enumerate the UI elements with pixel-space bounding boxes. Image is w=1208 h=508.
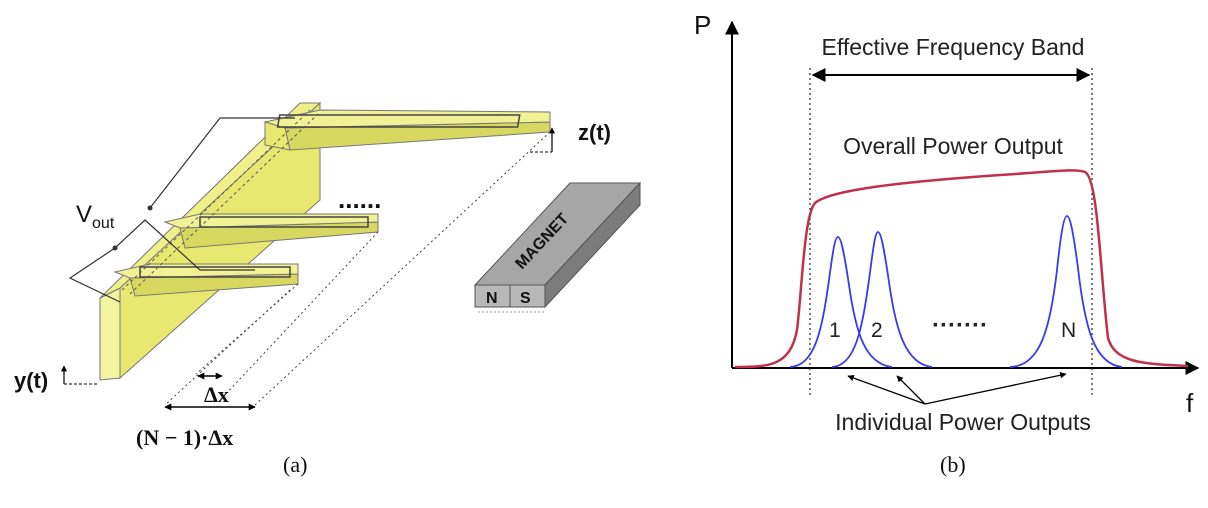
cantilever-long [263, 109, 551, 151]
magnet-north-label: N [486, 290, 498, 307]
peak-2-curve [831, 231, 933, 368]
dimension-guides [164, 131, 551, 406]
peak-1-curve [789, 236, 893, 368]
n-minus-1-dx-label: (N − 1)·Δx [136, 425, 233, 450]
magnet: N S MAGNET [473, 181, 642, 313]
coil-trace [276, 114, 521, 128]
cantilever-ellipsis: ...... [338, 184, 381, 214]
panel-b-power-spectrum: P f Effective Frequency Band Overall Pow… [694, 10, 1200, 435]
y-displacement-label: y(t) [14, 368, 48, 393]
panel-a-caption: (a) [283, 452, 308, 477]
p-axis-label: P [694, 10, 711, 40]
peak-n-label: N [1061, 319, 1076, 342]
peaks-ellipsis: ······· [932, 312, 988, 339]
peak-2-label: 2 [871, 319, 883, 342]
magnet-south-label: S [520, 290, 531, 307]
individual-power-curves [789, 215, 1123, 368]
vout-wiring [68, 117, 295, 303]
individual-power-label: Individual Power Outputs [835, 409, 1091, 435]
band-label: Effective Frequency Band [822, 34, 1085, 60]
delta-x-label: Δx [204, 382, 229, 407]
f-axis-label: f [1186, 388, 1194, 418]
coil-trace [199, 216, 369, 228]
panel-a-harvester-diagram: Vout ...... z(t) y(t) Δx (N − 1)·Δx [14, 101, 642, 450]
vout-label: Vout [76, 201, 115, 232]
peak-1-label: 1 [829, 319, 841, 342]
panel-b-caption: (b) [940, 452, 966, 477]
z-displacement-label: z(t) [578, 120, 611, 145]
individual-output-pointers [847, 372, 1067, 405]
peak-n-curve [1009, 215, 1123, 368]
magnet-south-face [509, 284, 546, 308]
overall-power-curve [734, 169, 1189, 369]
coil-trace [139, 266, 291, 278]
overall-power-label: Overall Power Output [843, 133, 1063, 159]
cantilever-short [113, 263, 299, 297]
